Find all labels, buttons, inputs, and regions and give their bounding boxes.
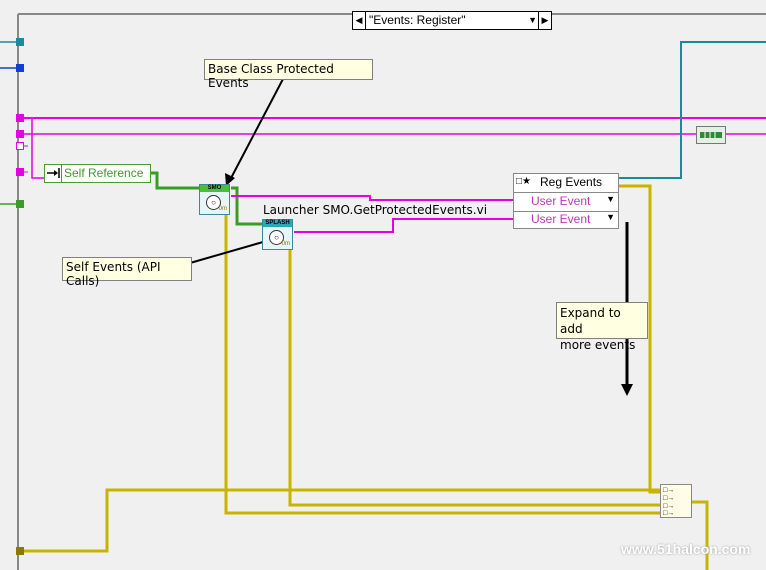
reg-events-row-label: User Event (531, 194, 591, 208)
left-terminal-event-4[interactable] (16, 168, 24, 176)
left-terminal-event-3[interactable] (16, 142, 24, 150)
smo-tag: 0m (218, 206, 227, 212)
case-selector-value: "Events: Register" (369, 13, 466, 27)
triangle-left-icon[interactable]: ◀ (353, 12, 366, 29)
reg-events-row[interactable]: User Event ▼ (514, 193, 618, 212)
splash-vi-label: Launcher SMO.GetProtectedEvents.vi (263, 203, 488, 217)
note-self-events[interactable]: Self Events (API Calls) (62, 257, 192, 288)
triangle-down-icon[interactable]: ▼ (528, 15, 537, 25)
cluster-icon (700, 132, 722, 138)
reg-events-node[interactable]: □★ Reg Events User Event ▼ User Event ▼ (513, 173, 619, 229)
splash-vi-node[interactable]: SPLASH ○ 0m (262, 219, 293, 250)
reg-events-icon: □★ (516, 176, 532, 187)
self-reference-node[interactable]: Self Reference (44, 164, 151, 183)
note-expand-line-1: Expand to add (560, 306, 621, 336)
smo-banner: SMO (200, 185, 229, 192)
splash-banner: SPLASH (263, 220, 292, 227)
self-reference-label: Self Reference (64, 166, 144, 180)
left-terminal-event-2[interactable] (16, 130, 24, 138)
triangle-down-icon[interactable]: ▼ (606, 212, 615, 222)
left-terminal-error[interactable] (16, 547, 24, 555)
refnum-indicator[interactable] (696, 126, 726, 144)
merge-errors-node[interactable]: □→ □→ □→ □→ (660, 484, 692, 518)
merge-input-icon: □→ (663, 510, 675, 517)
watermark: www.51halcon.com (621, 541, 751, 557)
events-icon: ○ (269, 230, 284, 245)
reg-events-header: □★ Reg Events (514, 174, 618, 193)
smo-vi-node[interactable]: SMO ○ 0m (199, 184, 230, 215)
reg-events-title: Reg Events (540, 175, 603, 189)
note-self-events-text: Self Events (API Calls) (66, 260, 161, 288)
triangle-down-icon[interactable]: ▼ (606, 194, 615, 204)
case-selector[interactable]: ◀ "Events: Register" ▼ ▶ (352, 11, 552, 30)
left-terminal-event[interactable] (16, 114, 24, 122)
reg-events-row-label: User Event (531, 212, 591, 226)
arrow-right-into-bar-icon (45, 165, 62, 182)
triangle-right-icon[interactable]: ▶ (538, 12, 551, 29)
left-terminal-blue[interactable] (16, 64, 24, 72)
left-terminal-class[interactable] (16, 200, 24, 208)
note-base-class-events[interactable]: Base Class Protected Events (204, 59, 373, 90)
splash-tag: 0m (281, 241, 290, 247)
left-terminal-teal[interactable] (16, 38, 24, 46)
merge-input-icon: □→ (663, 487, 675, 494)
merge-input-icon: □→ (663, 495, 675, 502)
note-expand-events[interactable]: Expand to add more events (556, 302, 648, 352)
reg-events-row[interactable]: User Event ▼ (514, 211, 618, 229)
note-base-class-events-text: Base Class Protected Events (208, 62, 334, 90)
merge-input-icon: □→ (663, 503, 675, 510)
events-icon: ○ (206, 195, 221, 210)
note-expand-line-2: more events (560, 338, 636, 352)
